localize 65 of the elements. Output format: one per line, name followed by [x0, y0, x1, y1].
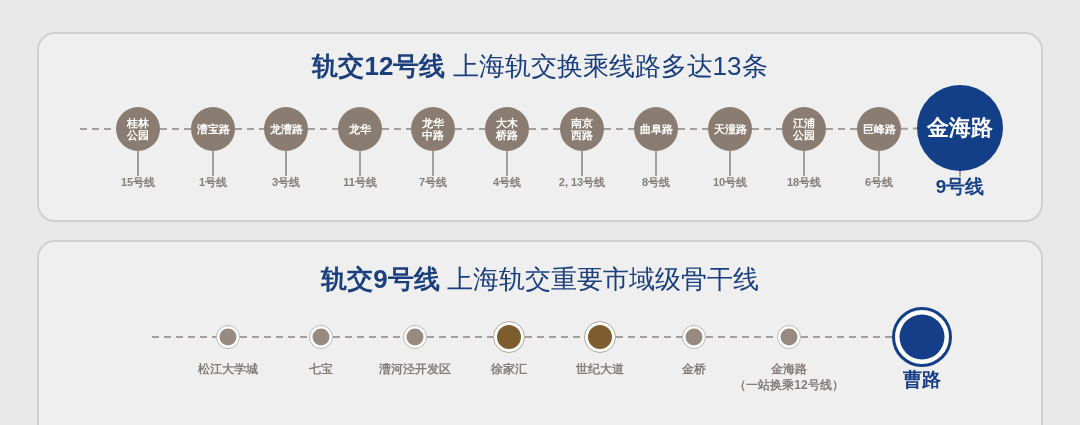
station-circle: 天潼路: [708, 107, 752, 151]
station-label: 徐家汇: [491, 363, 527, 377]
station-label: 漕河泾开发区: [379, 363, 451, 377]
route-panel: [37, 32, 1043, 222]
route-line: [381, 128, 412, 130]
station-label: 金桥: [682, 363, 706, 377]
panel-title: 轨交9号线 上海轨交重要市域级骨干线: [321, 263, 759, 296]
leader-line: [959, 170, 961, 178]
line-label: 9号线: [935, 176, 985, 198]
leader-line: [506, 150, 508, 177]
station-label: 松江大学城: [198, 363, 258, 377]
route-line: [677, 128, 709, 130]
station-circle: 漕宝路: [191, 107, 235, 151]
route-line: [528, 128, 561, 130]
line-label: 6号线: [864, 175, 894, 189]
route-line: [800, 336, 893, 338]
route-line: [751, 128, 783, 130]
station-circle: 曲阜路: [634, 107, 678, 151]
station-label: 曹路: [903, 369, 941, 391]
station-circle: 巨峰路: [857, 107, 901, 151]
route-line: [900, 127, 918, 130]
line-label: 2, 13号线: [558, 175, 606, 189]
route-panel: [37, 240, 1043, 425]
station-label: 金海路: [771, 363, 807, 377]
station-circle: 江浦公园: [782, 107, 826, 151]
station-label: 七宝: [309, 363, 333, 377]
leader-line: [212, 150, 214, 177]
leader-line: [655, 150, 657, 177]
line-label: 7号线: [418, 175, 448, 189]
station-circle: 南京西路: [560, 107, 604, 151]
route-line: [454, 128, 486, 130]
line-label: 15号线: [120, 175, 156, 189]
leader-line: [359, 150, 361, 177]
station-circle: 大木桥路: [485, 107, 529, 151]
station-circle: 金海路: [917, 85, 1003, 171]
station-label: （一站换乘12号线）: [734, 379, 844, 393]
leader-line: [878, 150, 880, 177]
panel-title: 轨交12号线 上海轨交换乘线路多达13条: [312, 50, 768, 83]
leader-line: [137, 150, 139, 177]
line-label: 18号线: [786, 175, 822, 189]
leader-line: [285, 150, 287, 177]
route-line: [151, 336, 217, 338]
leader-line: [729, 150, 731, 177]
line-label: 10号线: [712, 175, 748, 189]
route-line: [615, 336, 683, 338]
line-label: 4号线: [492, 175, 522, 189]
station-label: 世纪大道: [576, 363, 624, 377]
station-circle: 龙漕路: [264, 107, 308, 151]
line-label: 3号线: [271, 175, 301, 189]
route-line: [603, 128, 635, 130]
route-line: [159, 128, 192, 130]
line-label: 1号线: [198, 175, 228, 189]
line-label: 8号线: [641, 175, 671, 189]
route-line: [825, 128, 858, 130]
leader-line: [581, 150, 583, 177]
station-circle: 龙华中路: [411, 107, 455, 151]
line-label: 11号线: [343, 175, 377, 189]
leader-line: [803, 150, 805, 177]
route-line: [307, 128, 339, 130]
station-circle: 龙华: [338, 107, 382, 151]
route-line: [239, 336, 310, 338]
station-circle: 桂林公园: [116, 107, 160, 151]
route-line: [426, 336, 494, 338]
route-line: [234, 128, 265, 130]
leader-line: [432, 150, 434, 177]
